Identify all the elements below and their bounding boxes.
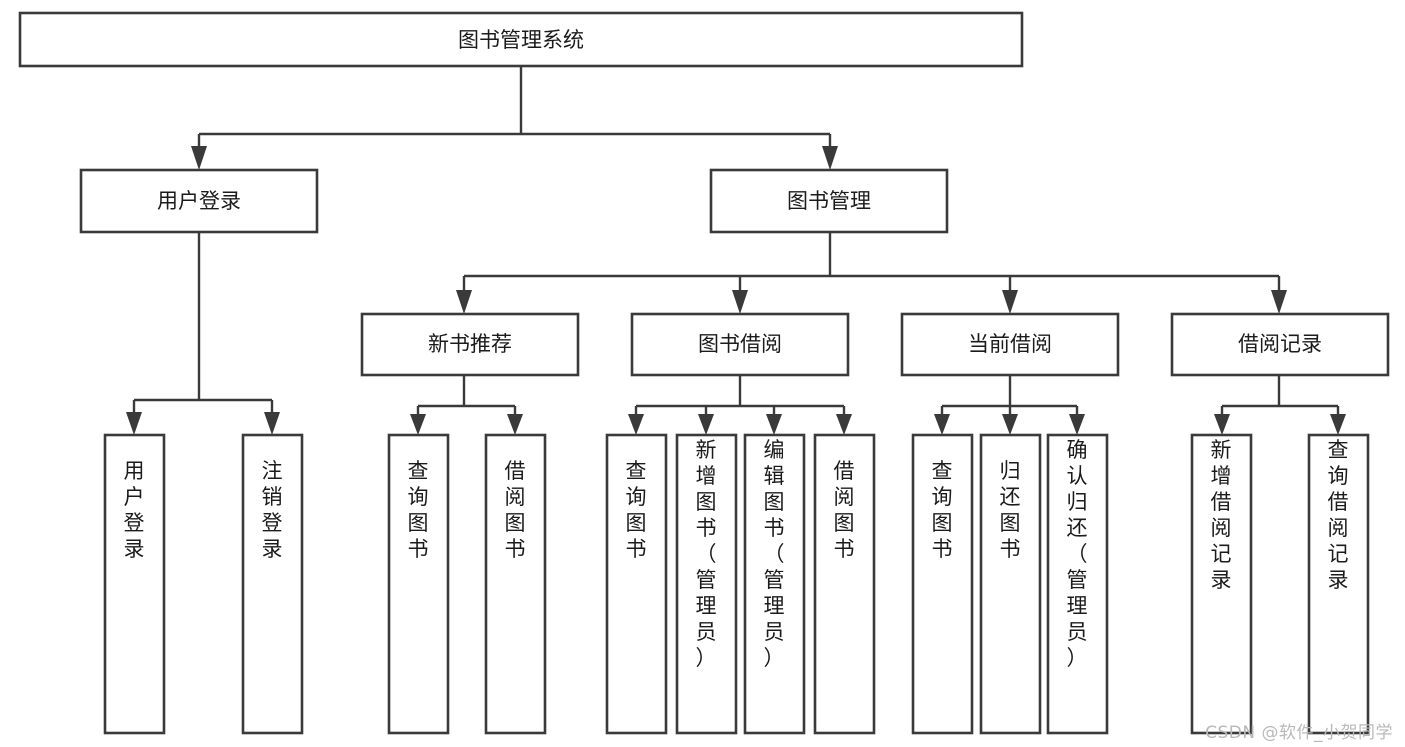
leaf-current-borrow-query[interactable]: 查询图书	[911, 433, 974, 735]
node-new-book-recommend[interactable]: 新书推荐	[360, 312, 580, 377]
arrow-head-bb-leaf2	[698, 414, 714, 435]
leaf-book-borrow-borrow[interactable]: 借阅图书	[813, 433, 876, 735]
leaf-book-borrow-edit-label: 编辑图书（管理员）	[764, 438, 785, 670]
node-current-borrow-box[interactable]	[900, 312, 1120, 377]
node-root[interactable]: 图书管理系统	[18, 11, 1024, 68]
arrow-head-borrow-records	[1271, 290, 1287, 314]
leaf-current-borrow-confirm[interactable]: 确认归还（管理员）	[1046, 433, 1109, 735]
leaf-new-book-query-label: 查询图书	[408, 459, 429, 561]
node-book-management[interactable]: 图书管理	[709, 168, 949, 234]
leaf-user-login-login-box[interactable]	[103, 433, 166, 735]
arrow-head-new-book	[456, 290, 472, 314]
arrow-head-nb-leaf1	[410, 414, 426, 435]
connector-group-book-borrow	[628, 375, 852, 435]
node-borrow-records-box[interactable]	[1170, 312, 1390, 377]
node-root-box[interactable]	[18, 11, 1024, 68]
connector-group-borrow-records	[1214, 375, 1346, 435]
arrow-head-br-leaf2	[1330, 414, 1346, 435]
arrow-head-nb-leaf2	[507, 414, 523, 435]
leaf-new-book-borrow-label: 借阅图书	[505, 459, 526, 561]
node-new-book-recommend-box[interactable]	[360, 312, 580, 377]
node-book-borrow-label: 图书借阅	[698, 332, 782, 356]
arrow-head-user-login	[191, 146, 207, 170]
node-user-login-label: 用户登录	[157, 189, 241, 213]
leaf-user-login-logout-box[interactable]	[241, 433, 304, 735]
node-user-login[interactable]: 用户登录	[79, 168, 319, 234]
connector-group-current-borrow	[934, 375, 1085, 435]
leaf-new-book-query-box[interactable]	[387, 433, 450, 735]
node-borrow-records-label: 借阅记录	[1238, 332, 1322, 356]
leaf-current-borrow-query-label: 查询图书	[932, 459, 953, 561]
arrow-head-br-leaf1	[1214, 414, 1230, 435]
leaf-current-borrow-query-box[interactable]	[911, 433, 974, 735]
leaf-book-borrow-query-label: 查询图书	[626, 459, 647, 561]
leaf-book-borrow-add-box[interactable]	[675, 433, 738, 735]
leaf-current-borrow-confirm-box[interactable]	[1046, 433, 1109, 735]
connector-group-book-mgmt	[456, 232, 1287, 314]
node-user-login-box[interactable]	[79, 168, 319, 234]
leaf-borrow-records-query[interactable]: 查询借阅记录	[1307, 433, 1370, 735]
leaf-book-borrow-query-box[interactable]	[605, 433, 668, 735]
connector-group-new-book	[410, 375, 523, 435]
leaf-current-borrow-return[interactable]: 归还图书	[979, 433, 1042, 735]
leaf-borrow-records-add-label: 新增借阅记录	[1211, 438, 1232, 592]
leaf-book-borrow-borrow-label: 借阅图书	[834, 459, 855, 561]
node-book-management-box[interactable]	[709, 168, 949, 234]
leaf-borrow-records-query-label: 查询借阅记录	[1328, 438, 1349, 592]
arrow-head-ul-leaf1	[126, 412, 142, 435]
node-book-borrow[interactable]: 图书借阅	[630, 312, 850, 377]
connector-group-user-login	[126, 232, 280, 435]
leaf-book-borrow-add-label: 新增图书（管理员）	[696, 438, 717, 670]
leaf-user-login-logout[interactable]: 注销登录	[241, 433, 304, 735]
leaf-book-borrow-edit-box[interactable]	[743, 433, 806, 735]
arrow-head-bb-leaf4	[836, 414, 852, 435]
leaf-book-borrow-add[interactable]: 新增图书（管理员）	[675, 433, 738, 735]
leaf-borrow-records-add-box[interactable]	[1190, 433, 1253, 735]
leaf-book-borrow-borrow-box[interactable]	[813, 433, 876, 735]
leaf-user-login-login-label: 用户登录	[124, 459, 145, 561]
arrow-head-cb-leaf2	[1002, 414, 1018, 435]
leaf-book-borrow-edit[interactable]: 编辑图书（管理员）	[743, 433, 806, 735]
node-book-management-label: 图书管理	[787, 189, 871, 213]
arrow-head-ul-leaf2	[264, 412, 280, 435]
node-root-label: 图书管理系统	[458, 28, 584, 52]
leaf-borrow-records-add[interactable]: 新增借阅记录	[1190, 433, 1253, 735]
arrow-head-bb-leaf3	[766, 414, 782, 435]
node-book-borrow-box[interactable]	[630, 312, 850, 377]
leaf-current-borrow-return-box[interactable]	[979, 433, 1042, 735]
leaf-new-book-query[interactable]: 查询图书	[387, 433, 450, 735]
leaf-new-book-borrow-box[interactable]	[484, 433, 547, 735]
leaf-user-login-logout-label: 注销登录	[262, 459, 283, 561]
arrow-head-book-borrow	[732, 290, 748, 314]
node-borrow-records[interactable]: 借阅记录	[1170, 312, 1390, 377]
node-new-book-recommend-label: 新书推荐	[428, 332, 512, 356]
arrow-head-current-borrow	[1002, 290, 1018, 314]
leaf-borrow-records-query-box[interactable]	[1307, 433, 1370, 735]
arrow-head-cb-leaf3	[1069, 414, 1085, 435]
leaf-book-borrow-query[interactable]: 查询图书	[605, 433, 668, 735]
arrow-head-bb-leaf1	[628, 414, 644, 435]
connector-group-root	[191, 66, 838, 170]
node-current-borrow[interactable]: 当前借阅	[900, 312, 1120, 377]
leaf-user-login-login[interactable]: 用户登录	[103, 433, 166, 735]
arrow-head-cb-leaf1	[934, 414, 950, 435]
node-current-borrow-label: 当前借阅	[968, 332, 1052, 356]
leaf-current-borrow-return-label: 归还图书	[1000, 459, 1021, 561]
leaf-current-borrow-confirm-label: 确认归还（管理员）	[1067, 438, 1088, 670]
leaf-new-book-borrow[interactable]: 借阅图书	[484, 433, 547, 735]
arrow-head-book-mgmt	[822, 146, 838, 170]
